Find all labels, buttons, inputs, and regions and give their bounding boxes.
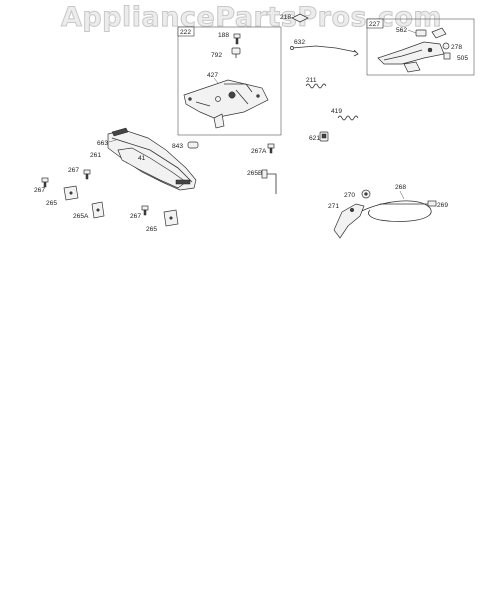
part-188-screw[interactable] (233, 33, 241, 45)
label-562: 562 (396, 27, 407, 34)
part-265B-bracket[interactable] (261, 169, 277, 194)
label-267-c: 267 (130, 213, 141, 220)
part-271-cable-bracket[interactable] (333, 203, 365, 239)
group-222: 222 188 792 427 (177, 26, 282, 136)
part-267-screw-a[interactable] (83, 169, 91, 180)
label-41: 41 (138, 155, 146, 162)
part-505[interactable] (443, 52, 451, 60)
part-227-throttle-lever[interactable] (377, 41, 445, 73)
part-427-control-bracket[interactable] (183, 79, 269, 129)
label-621: 621 (309, 135, 320, 142)
part-265-clip-a[interactable] (63, 185, 79, 201)
label-505: 505 (457, 55, 468, 62)
label-218: 218 (280, 14, 291, 21)
group-222-label: 222 (180, 29, 191, 36)
label-663: 663 (97, 140, 108, 147)
group-227-tag (366, 18, 384, 29)
part-621-bracket[interactable] (319, 131, 329, 142)
part-278[interactable] (442, 42, 450, 50)
part-267A-screw[interactable] (267, 143, 275, 154)
part-843-bushing[interactable] (187, 141, 199, 149)
part-562-lever[interactable] (415, 27, 447, 39)
label-271: 271 (328, 203, 339, 210)
group-222-frame (177, 26, 282, 136)
part-211-spring[interactable] (305, 83, 327, 89)
part-265A-clip[interactable] (91, 201, 105, 219)
label-211: 211 (306, 77, 317, 84)
label-419: 419 (331, 108, 342, 115)
part-268-cable[interactable] (355, 200, 437, 222)
label-792: 792 (211, 52, 222, 59)
group-227-frame (366, 18, 475, 76)
label-265B: 265B (247, 170, 263, 177)
part-267-screw-c[interactable] (141, 205, 149, 216)
part-419-spring[interactable] (337, 115, 359, 121)
label-267-a: 267 (68, 167, 79, 174)
group-222-tag (177, 26, 195, 37)
part-270-nut[interactable] (361, 189, 371, 199)
label-843: 843 (172, 143, 183, 150)
label-632: 632 (294, 39, 305, 46)
label-265-b: 265 (146, 226, 157, 233)
label-427: 427 (207, 72, 218, 79)
part-632-link-rod[interactable] (290, 45, 359, 57)
label-261: 261 (90, 152, 101, 159)
label-270: 270 (344, 192, 355, 199)
label-188: 188 (218, 32, 229, 39)
part-265-clip-b[interactable] (163, 209, 179, 227)
part-792-clip[interactable] (231, 47, 241, 58)
part-41-blower-housing[interactable] (107, 127, 197, 191)
group-227-label: 227 (369, 21, 380, 28)
label-269: 269 (437, 202, 448, 209)
label-267A: 267A (251, 148, 267, 155)
label-265-a: 265 (46, 200, 57, 207)
label-267-b: 267 (34, 187, 45, 194)
part-218[interactable] (291, 13, 309, 23)
part-267-screw-b[interactable] (41, 177, 49, 188)
label-278: 278 (451, 44, 462, 51)
label-265A: 265A (73, 213, 89, 220)
group-227: 227 562 278 505 (366, 18, 475, 76)
label-268: 268 (395, 184, 406, 191)
